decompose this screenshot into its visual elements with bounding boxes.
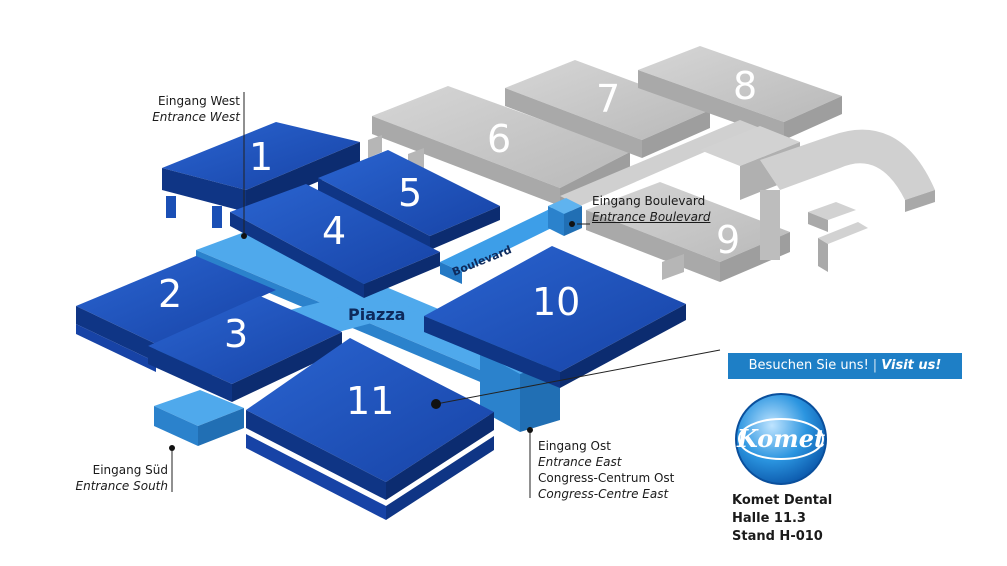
stand-location-marker[interactable] <box>431 399 441 409</box>
marker-west <box>241 233 247 239</box>
entrance-east-label: Eingang Ost Entrance East Congress-Centr… <box>538 439 675 501</box>
hall-label-11[interactable]: 11 <box>346 379 394 423</box>
visit-us-banner: Besuchen Sie uns!|Visit us! <box>728 353 962 379</box>
exhibitor-stand: Stand H-010 <box>732 529 823 544</box>
piazza-label: Piazza <box>348 305 405 324</box>
hall-label-5[interactable]: 5 <box>398 171 422 215</box>
hall-label-6[interactable]: 6 <box>487 117 511 161</box>
hall-label-4[interactable]: 4 <box>322 209 346 253</box>
hall-label-1[interactable]: 1 <box>249 135 273 179</box>
exhibitor-hall: Halle 11.3 <box>732 511 806 526</box>
inactive-halls <box>368 46 935 282</box>
hall-label-7[interactable]: 7 <box>596 77 620 121</box>
entrance-south-label: Eingang Süd Entrance South <box>75 463 168 493</box>
hall-label-9[interactable]: 9 <box>716 218 740 262</box>
entrance-west-label: Eingang West Entrance West <box>152 94 240 124</box>
marker-boulevard <box>569 221 575 227</box>
hall-label-10[interactable]: 10 <box>532 280 580 324</box>
hall-label-2[interactable]: 2 <box>158 272 182 316</box>
marker-east <box>527 427 533 433</box>
exhibitor-info: Komet Dental Halle 11.3 Stand H-010 <box>732 492 832 546</box>
entrance-boulevard-label: Eingang Boulevard Entrance Boulevard <box>592 194 711 224</box>
marker-south <box>169 445 175 451</box>
exhibitor-name: Komet Dental <box>732 493 833 508</box>
active-halls <box>76 122 686 520</box>
komet-logo-text: Komet <box>736 424 825 453</box>
hall-label-3[interactable]: 3 <box>224 312 248 356</box>
hall-label-8[interactable]: 8 <box>733 64 757 108</box>
komet-logo: Komet <box>735 393 827 485</box>
leader-lines <box>171 92 721 498</box>
